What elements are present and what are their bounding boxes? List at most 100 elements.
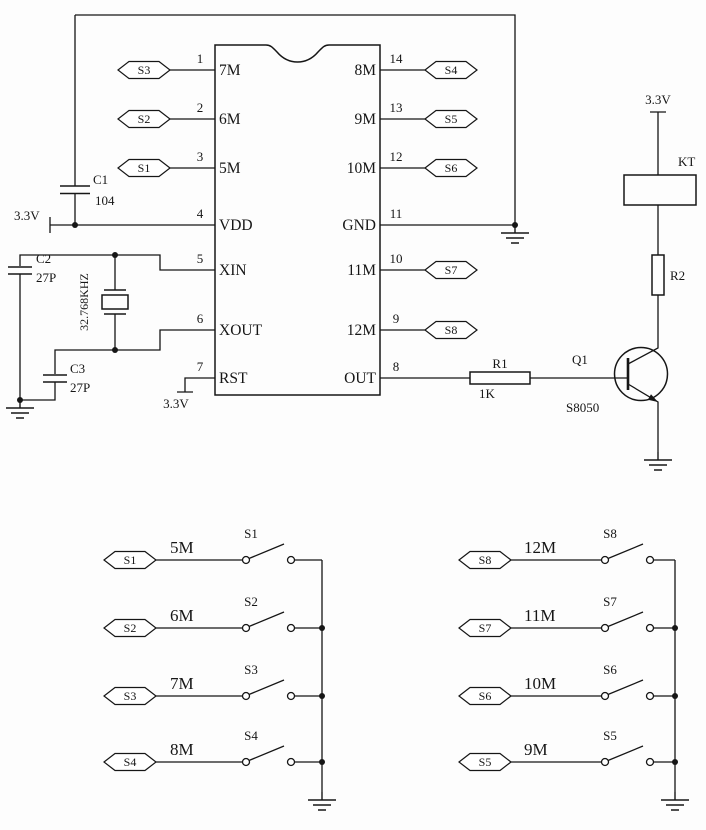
switch-name: S3 — [244, 662, 258, 677]
pin-number: 11 — [390, 206, 403, 221]
gnd-rail-wire — [75, 14, 516, 226]
switch-name: S7 — [603, 594, 617, 609]
c2-value: 27P — [36, 270, 56, 285]
junction-dot — [672, 625, 678, 631]
resistor-r2 — [651, 254, 665, 296]
net-flag-label: S2 — [138, 112, 151, 126]
net-flag-label: S7 — [479, 621, 492, 635]
net-flag-label: S6 — [445, 161, 458, 175]
capacitor-c1 — [60, 185, 90, 195]
pin-number: 5 — [197, 251, 204, 266]
net-flag-label: S8 — [479, 553, 492, 567]
junction-dot — [17, 397, 23, 403]
switch-name: S5 — [603, 728, 617, 743]
ground-symbol — [307, 791, 337, 811]
pin-number: 6 — [197, 311, 204, 326]
switch-symbol — [600, 611, 655, 633]
pin-number: 8 — [393, 359, 400, 374]
r1-value: 1K — [479, 386, 496, 401]
junction-dot — [319, 759, 325, 765]
junction-dot — [319, 693, 325, 699]
capacitor-c3 — [43, 374, 67, 383]
switch-symbol — [241, 679, 296, 701]
capacitor-c2 — [8, 266, 32, 275]
net-flag-label: S3 — [124, 689, 137, 703]
c3-value: 27P — [70, 380, 90, 395]
pin-name: 7M — [219, 62, 241, 79]
net-flag-label: S2 — [124, 621, 137, 635]
pin-name: GND — [342, 217, 376, 234]
crystal-circuit: 32.768KHZ C2 27P C3 27P — [5, 251, 215, 419]
pin-number: 2 — [197, 100, 204, 115]
pin-number: 10 — [390, 251, 403, 266]
switch-name: S6 — [603, 662, 617, 677]
kt-ref: KT — [678, 154, 695, 169]
net-name: 7M — [170, 674, 194, 693]
switch-name: S4 — [244, 728, 258, 743]
net-flag-label: S4 — [445, 63, 458, 77]
switch-name: S8 — [603, 526, 617, 541]
power-label-rst: 3.3V — [163, 396, 189, 411]
net-name: 8M — [170, 740, 194, 759]
c2-ref: C2 — [36, 251, 51, 266]
net-flag-label: S1 — [124, 553, 137, 567]
net-name: 9M — [524, 740, 548, 759]
net-name: 5M — [170, 538, 194, 557]
pin-number: 3 — [197, 149, 204, 164]
pin-name: 12M — [347, 322, 377, 339]
output-stage: R1 1K Q1 S8050 R2 KT 3.3V — [380, 92, 697, 471]
net-flags: S3 S2 S1 S4 S5 S6 S7 S8 — [117, 60, 478, 340]
junction-dot — [512, 222, 518, 228]
pin-name: 6M — [219, 111, 241, 128]
net-name: 10M — [524, 674, 556, 693]
switch-name: S1 — [244, 526, 258, 541]
net-flag-label: S5 — [479, 755, 492, 769]
r1-ref: R1 — [492, 356, 507, 371]
rst-wire — [177, 377, 215, 393]
junction-dot — [672, 693, 678, 699]
pin-name: XOUT — [219, 322, 263, 339]
pin-number: 9 — [393, 311, 400, 326]
net-name: 6M — [170, 606, 194, 625]
junction-dot — [112, 347, 118, 353]
switch-symbol — [600, 745, 655, 767]
resistor-r1 — [469, 371, 531, 385]
net-name: 11M — [524, 606, 556, 625]
r2-ref: R2 — [670, 268, 685, 283]
switch-bank-left: S1 5M S1 S2 6M S2 S3 7M S3 S4 8M S4 — [103, 526, 337, 811]
xout-wire — [54, 329, 215, 374]
pin-name: 10M — [347, 160, 377, 177]
emitter-wire — [627, 383, 659, 452]
pin-number: 7 — [197, 359, 204, 374]
pin-name: RST — [219, 370, 248, 387]
switch-symbol — [241, 543, 296, 565]
power-label-left: 3.3V — [14, 208, 40, 223]
power-label-relay: 3.3V — [645, 92, 671, 107]
switch-symbol — [600, 543, 655, 565]
ground-symbol — [643, 451, 673, 471]
pin-name: 5M — [219, 160, 241, 177]
net-flag-label: S4 — [124, 755, 137, 769]
pin-name: 11M — [347, 262, 376, 279]
pin-name: 8M — [354, 62, 376, 79]
net-flag-label: S8 — [445, 323, 458, 337]
junction-dot — [672, 759, 678, 765]
pin-name: VDD — [219, 217, 253, 234]
ic-u1: 1 2 3 4 5 6 7 14 13 12 11 10 9 8 7M 6M 5… — [170, 44, 425, 396]
junction-dot — [72, 222, 78, 228]
collector-wire — [627, 111, 666, 365]
pin-name: XIN — [219, 262, 247, 279]
relay-kt — [623, 174, 697, 206]
transistor-q1-body — [613, 346, 669, 402]
pin-stubs-left — [170, 69, 215, 169]
pin-number: 4 — [197, 206, 204, 221]
net-flag-label: S5 — [445, 112, 458, 126]
pin-number: 12 — [390, 149, 403, 164]
switch-symbol — [241, 611, 296, 633]
net-flag-label: S6 — [479, 689, 492, 703]
power-and-decoupling: C1 104 3.3V — [14, 14, 530, 244]
switch-symbol — [241, 745, 296, 767]
net-flag-label: S3 — [138, 63, 151, 77]
